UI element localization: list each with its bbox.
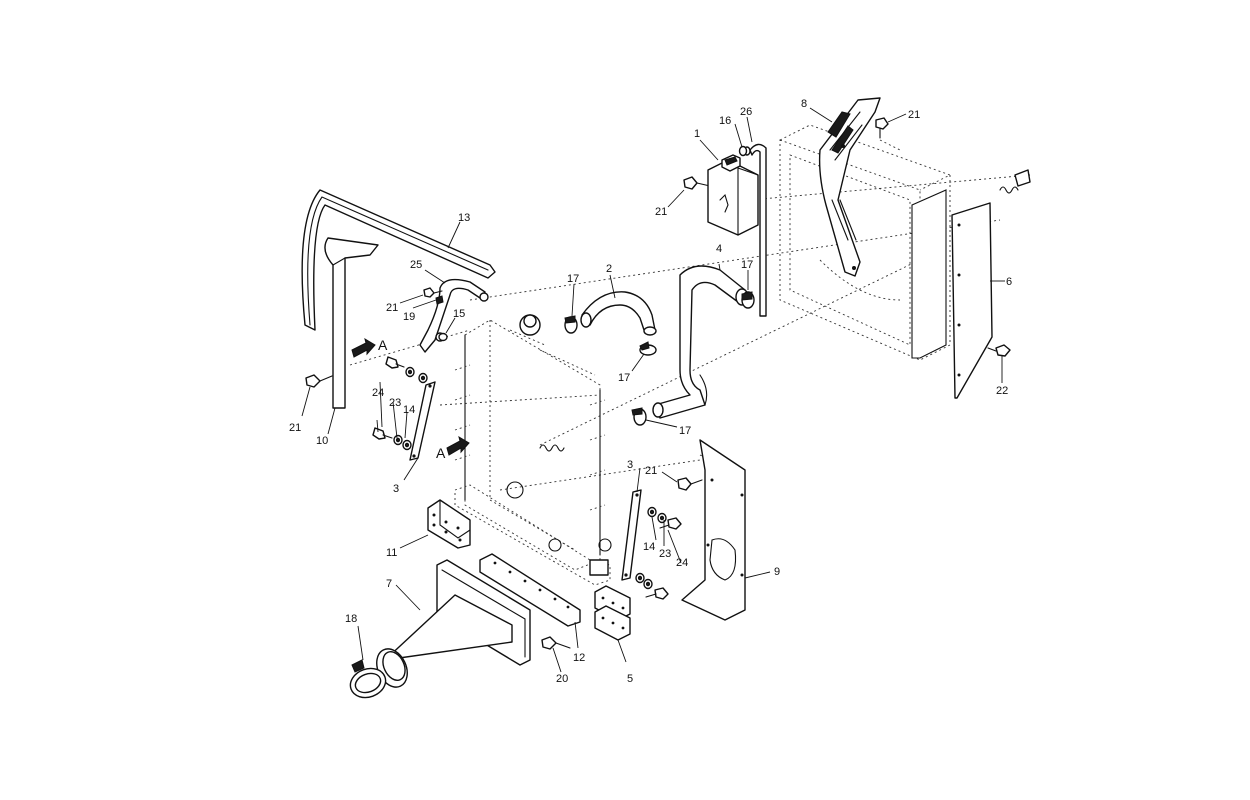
callout-17b: 17: [618, 372, 630, 384]
callout-7: 7: [386, 578, 392, 590]
callout-10: 10: [316, 435, 328, 447]
callout-22: 22: [996, 385, 1008, 397]
bolt-20: [541, 636, 571, 650]
callout-numbers: 1 2 3 3 4 5 6 7 8 9 10 11 12 13 14 14 15…: [289, 98, 1012, 685]
air-duct-7: [376, 559, 531, 688]
side-plate-6: [951, 202, 993, 399]
callout-17d: 17: [679, 425, 691, 437]
hose-clamps-17: [564, 291, 755, 426]
o-ring-15: [438, 332, 448, 342]
callout-5: 5: [627, 673, 633, 685]
clip-19: [435, 295, 444, 305]
hose-clamp-18: [349, 659, 387, 699]
callout-24-right: 24: [676, 557, 688, 569]
callout-3-right: 3: [627, 459, 633, 471]
callout-2: 2: [606, 263, 612, 275]
callout-6: 6: [1006, 276, 1012, 288]
callout-11: 11: [386, 547, 397, 559]
side-baffle-10: [324, 237, 379, 409]
hose-25: [419, 278, 489, 353]
callout-19: 19: [403, 311, 415, 323]
view-arrow-upper: A: [351, 337, 388, 358]
mounting-block-11: [427, 499, 471, 549]
callout-24-left: 24: [372, 387, 384, 399]
fan-shroud-frame: [779, 124, 952, 361]
radiator-core: [454, 169, 1031, 586]
view-marker-upper: A: [378, 337, 388, 353]
view-arrow-lower: A: [436, 435, 470, 461]
callout-21b: 21: [386, 302, 398, 314]
callout-21c: 21: [655, 206, 667, 218]
washers-left: [372, 356, 428, 451]
callout-17a: 17: [567, 273, 579, 285]
reserve-tank-1: [707, 154, 759, 236]
callout-20: 20: [556, 673, 568, 685]
view-marker-lower: A: [436, 445, 446, 461]
seal-strip-13: [301, 189, 496, 331]
mounting-block-5: [594, 585, 631, 641]
stay-bar-3-left: [409, 381, 436, 461]
callout-23-right: 23: [659, 548, 671, 560]
callout-23-left: 23: [389, 397, 401, 409]
callout-21d: 21: [908, 109, 920, 121]
callout-14-left: 14: [403, 404, 415, 416]
callout-21a: 21: [289, 422, 301, 434]
callout-21e: 21: [645, 465, 657, 477]
callout-8: 8: [801, 98, 807, 110]
washers-right: [635, 506, 682, 600]
callout-26: 26: [740, 106, 752, 118]
side-cover-9: [681, 439, 746, 621]
callout-16: 16: [719, 115, 731, 127]
callout-14-right: 14: [643, 541, 655, 553]
o-ring-16: [738, 145, 748, 157]
callout-18: 18: [345, 613, 357, 625]
callout-25: 25: [410, 259, 422, 271]
callout-17c: 17: [741, 259, 753, 271]
mounting-strip-12: [479, 553, 581, 627]
callout-12: 12: [573, 652, 585, 664]
callout-4: 4: [716, 243, 722, 255]
stay-bar-3-right: [621, 489, 642, 581]
callout-1: 1: [694, 128, 700, 140]
hose-4: [652, 265, 749, 419]
callout-15: 15: [453, 308, 465, 320]
callout-9: 9: [774, 566, 780, 578]
bolts-21: [305, 117, 889, 491]
callout-13: 13: [458, 212, 470, 224]
leader-lines: [301, 107, 1005, 673]
hose-2: [580, 291, 657, 336]
bolt-22: [987, 344, 1011, 357]
callout-3-left: 3: [393, 483, 399, 495]
support-bracket-8: [818, 97, 881, 277]
